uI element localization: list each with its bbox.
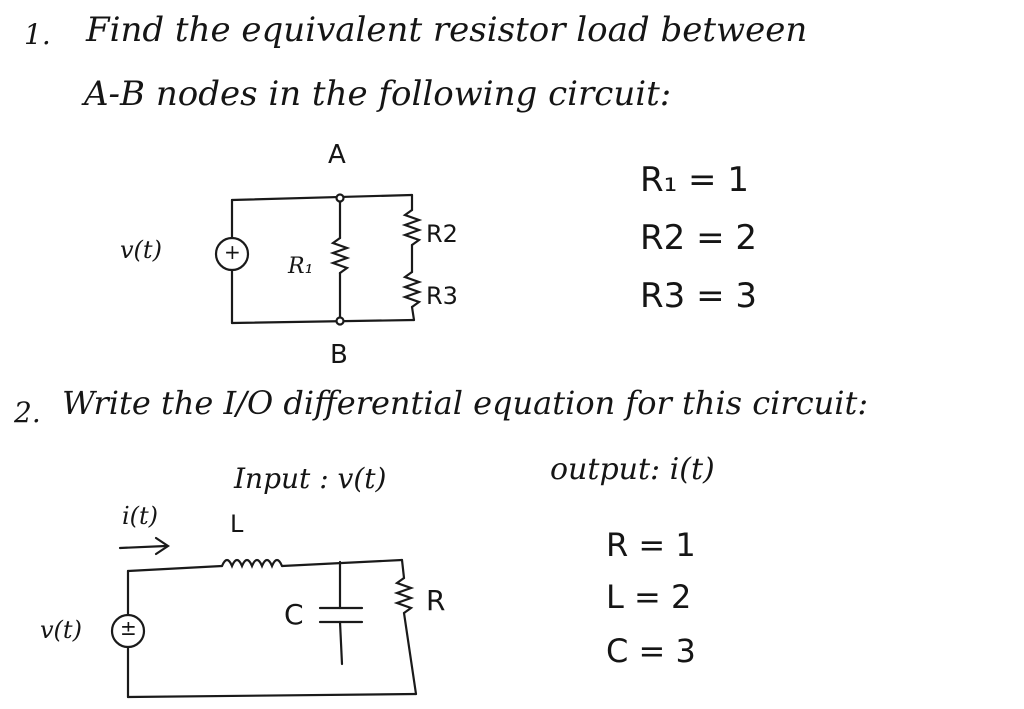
problem1-number: 1. [24, 18, 51, 51]
current-arrow-shaft [118, 544, 168, 550]
problem2-title: Write the I/O differential equation for … [62, 384, 869, 422]
source1-symbol: + [224, 240, 241, 264]
problem1-title-line2: A-B nodes in the following circuit: [84, 74, 672, 114]
l-value: L = 2 [606, 578, 692, 616]
circuit1-bottom-wire [230, 318, 416, 325]
inductor-label: L [230, 510, 244, 538]
resistor-wire-top [400, 558, 406, 580]
right-wire-bottom [410, 305, 416, 322]
c-value: C = 3 [606, 632, 696, 670]
circuit1-top-wire [230, 193, 414, 202]
capacitor-wire-bottom [338, 620, 344, 666]
capacitor-label: C [284, 598, 304, 631]
voltage-source-1 [214, 236, 250, 272]
r2-value: R2 = 2 [640, 218, 757, 258]
source1-label: v(t) [120, 236, 162, 264]
inductor-coil [220, 558, 284, 569]
resistor-label: R [426, 584, 446, 617]
circuit2-top-left-wire [126, 564, 224, 573]
r3-resistor [401, 270, 423, 309]
r3-value: R3 = 3 [640, 276, 757, 316]
current-label: i(t) [122, 502, 159, 530]
node-a-dot [335, 193, 345, 203]
r2-label: R2 [426, 220, 458, 248]
source2-symbol: ± [120, 616, 137, 640]
node-b-dot [335, 316, 345, 326]
r2-resistor [401, 208, 423, 247]
circuit2-top-right-wire [280, 558, 404, 568]
r1-resistor [329, 236, 351, 275]
resistor-wire-bottom [402, 611, 418, 696]
circuit2-bottom-wire [126, 692, 418, 699]
r1-label: R₁ [288, 254, 314, 279]
current-arrow-head [154, 536, 170, 556]
node-a-label: A [328, 140, 346, 170]
node-b-label: B [330, 340, 348, 370]
input-label: Input : v(t) [234, 462, 387, 495]
problem1-title-line1: Find the equivalent resistor load betwee… [86, 10, 808, 50]
r1-value: R₁ = 1 [640, 160, 749, 200]
r-resistor [393, 576, 415, 615]
problem2-number: 2. [14, 396, 41, 429]
source2-label: v(t) [40, 616, 82, 644]
r-value: R = 1 [606, 526, 696, 564]
output-label: output: i(t) [550, 452, 715, 487]
r3-label: R3 [426, 282, 458, 310]
